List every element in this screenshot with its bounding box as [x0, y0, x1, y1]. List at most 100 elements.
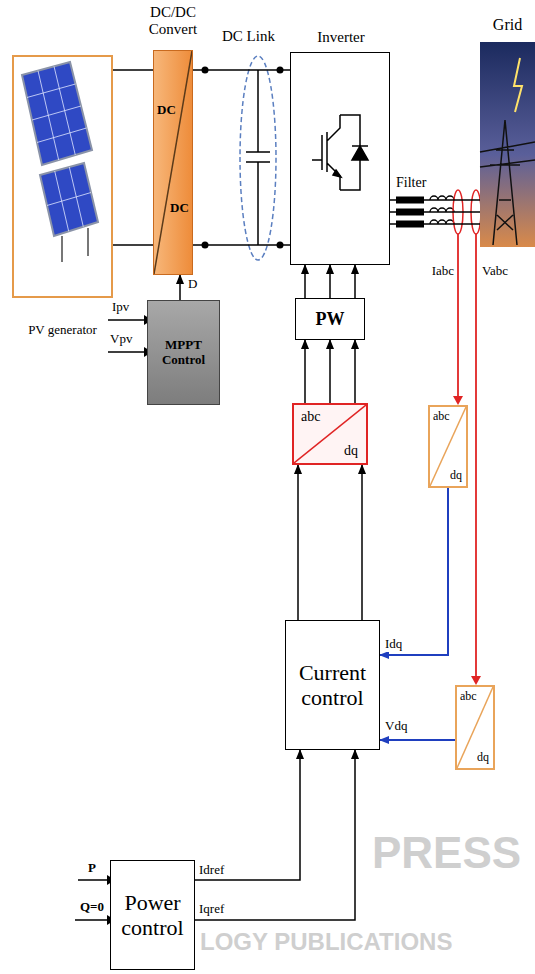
- connector-line: [390, 223, 480, 225]
- connector-line: [193, 244, 290, 246]
- signal-label: Vabc: [482, 264, 508, 279]
- signal-label: Iabc: [418, 264, 454, 279]
- measure-line: [475, 234, 477, 677]
- connector: [390, 200, 480, 224]
- panel-face: [40, 163, 98, 236]
- connector-line: [354, 340, 356, 403]
- edge-label: D: [187, 276, 198, 292]
- igbt-symbol: [312, 115, 368, 190]
- connector: [193, 70, 290, 245]
- grid-sky: [480, 42, 535, 247]
- connector: [195, 750, 355, 920]
- transform-box: abc dq: [455, 685, 495, 770]
- input-line: [75, 320, 144, 920]
- connector-line: [329, 265, 331, 298]
- node-label: MPPT Control: [148, 338, 219, 368]
- panel-grid: [47, 167, 91, 231]
- connector: [380, 740, 455, 741]
- signal-label: P: [88, 861, 96, 876]
- connector-line: [113, 244, 153, 246]
- connector-line: [380, 488, 448, 655]
- arrow-head: [453, 396, 463, 405]
- edge-label: Idq: [384, 636, 403, 652]
- diagonal-line: [294, 405, 366, 463]
- connector-line: [361, 465, 363, 620]
- measure-line: [457, 234, 459, 397]
- connector: [298, 465, 362, 620]
- connector-line: [297, 465, 299, 620]
- inverter-box: Inverter: [290, 52, 390, 265]
- node-label: dq: [344, 443, 358, 459]
- connector: [305, 265, 355, 298]
- connector-line: [113, 69, 153, 71]
- diagonal-line: [154, 51, 192, 274]
- pv-panel: [22, 62, 98, 262]
- connector: [305, 340, 355, 403]
- connector-line: [193, 69, 290, 71]
- node-label: abc: [301, 409, 320, 425]
- pv-generator: PV generator: [12, 55, 113, 298]
- heading-label: DC/DC Convert: [138, 4, 208, 39]
- power-control-box: Power control: [110, 860, 195, 970]
- edge-label: Idref: [198, 862, 225, 878]
- diagonal-line: [457, 687, 493, 768]
- panel-face: [22, 62, 92, 165]
- current-control-box: Current control: [285, 620, 380, 750]
- dc-link: [202, 56, 284, 260]
- watermark: PRESS: [372, 828, 521, 879]
- signal-label: Q=0: [80, 900, 104, 915]
- node-label: abc: [433, 410, 450, 424]
- transform-box: abc dq: [428, 405, 468, 488]
- panel-grid: [27, 66, 87, 160]
- annotation-label: DC Link: [222, 28, 275, 45]
- transform-box: abc dq: [292, 403, 368, 465]
- node-label: dq: [477, 751, 489, 765]
- pwm-box: PW: [295, 298, 365, 340]
- signal-label: Ipv: [112, 300, 129, 315]
- diagonal-line: [430, 407, 466, 486]
- edge-label: Iqref: [198, 901, 225, 917]
- connector-line: [195, 750, 300, 880]
- connector-line: [304, 265, 306, 298]
- capacitor-symbol: [246, 70, 270, 245]
- diode-bar: [352, 145, 368, 147]
- connector-line: [390, 199, 480, 201]
- watermark: LOGY PUBLICATIONS: [200, 928, 452, 956]
- diagonal-divider: [154, 51, 192, 274]
- connector-line: [195, 750, 355, 920]
- signal-label: Vpv: [110, 332, 132, 347]
- annotation-label: Filter: [396, 175, 426, 191]
- heading-label: Grid: [480, 16, 535, 34]
- heading-label: PV generator: [2, 323, 123, 338]
- dcdc-converter: DC/DC ConvertDCDC: [153, 50, 193, 275]
- pylon: [480, 120, 535, 245]
- lightning: [514, 58, 522, 112]
- dc-link-ellipse: [240, 56, 276, 260]
- igbt-lines: [312, 115, 360, 190]
- grid-picture: [480, 42, 535, 247]
- connector-line: [179, 275, 181, 300]
- node-label: Current control: [286, 660, 379, 711]
- arrow-head: [471, 676, 481, 685]
- mppt-control-box: MPPT Control: [147, 300, 220, 405]
- panel-stand: [62, 228, 88, 262]
- connector-line: [329, 340, 331, 403]
- connector: [195, 750, 300, 880]
- node-label: DC: [170, 201, 189, 216]
- connector: [113, 70, 153, 245]
- node-label: DC: [157, 103, 176, 118]
- connector-line: [380, 739, 455, 741]
- emitter-arrow: [333, 170, 341, 177]
- node-label: PW: [313, 309, 348, 330]
- connector: [180, 275, 181, 300]
- connector-line: [390, 211, 480, 213]
- diode-triangle: [352, 146, 368, 160]
- connector-line: [354, 265, 356, 298]
- node-label: dq: [450, 469, 462, 483]
- grid-box: Grid: [480, 42, 535, 247]
- edge-label: Vdq: [384, 718, 408, 734]
- node-label: Power control: [111, 890, 194, 941]
- node-label: abc: [460, 690, 477, 704]
- connector: [380, 488, 448, 655]
